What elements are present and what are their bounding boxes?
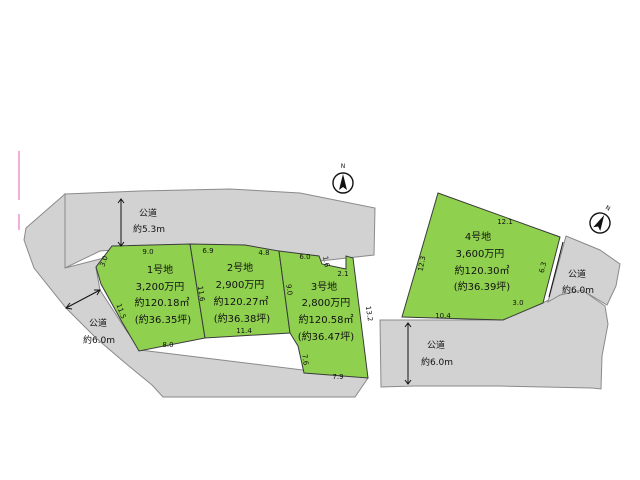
road-west-width: 約6.0m bbox=[83, 334, 115, 346]
dim-14: 7.9 bbox=[332, 373, 343, 381]
lot-1-label: 1号地 3,200万円 約120.18㎡ (約36.35坪) bbox=[135, 263, 192, 326]
lot-4-shape[interactable] bbox=[401, 192, 561, 321]
road-west-name: 公道 bbox=[89, 317, 107, 329]
road-north-arrowhead-top bbox=[117, 198, 125, 204]
road-south-name: 公道 bbox=[427, 339, 445, 351]
dim-8: 11.4 bbox=[236, 327, 252, 335]
dim-11: 2.1 bbox=[337, 270, 348, 278]
road-right-south-label: 公道 約6.0m bbox=[404, 322, 453, 385]
lot-2-name: 2号地 bbox=[227, 261, 253, 274]
lot-3-area-tsubo: (約36.47坪) bbox=[298, 330, 355, 343]
compass-right-n: N bbox=[604, 204, 611, 212]
dim-6: 4.8 bbox=[258, 249, 269, 257]
road-north-arrowhead-bottom bbox=[117, 241, 125, 247]
lot-3-label: 3号地 2,800万円 約120.58㎡ (約36.47坪) bbox=[298, 280, 355, 343]
lot-4-price: 3,600万円 bbox=[456, 249, 505, 260]
dim-10: 1.6 bbox=[321, 255, 331, 268]
lot-3-area-sqm: 約120.58㎡ bbox=[299, 313, 354, 326]
road-south-arrowhead-bottom bbox=[404, 379, 412, 385]
lot-4-area-tsubo: (約36.39坪) bbox=[454, 280, 511, 293]
lot-1-area-tsubo: (約36.35坪) bbox=[135, 313, 192, 326]
road-north-label: 公道 約5.3m bbox=[117, 198, 165, 247]
dim-1: 9.0 bbox=[142, 248, 153, 256]
dim-13: 7.6 bbox=[300, 354, 310, 367]
dim-5: 6.9 bbox=[202, 247, 213, 255]
lot-2-label: 2号地 2,900万円 約120.27㎡ (約36.38坪) bbox=[214, 261, 271, 325]
road-east-width: 約6.0m bbox=[562, 284, 594, 296]
lot-3-name: 3号地 bbox=[311, 280, 337, 293]
dim-7: 11.6 bbox=[196, 285, 206, 302]
compass-left-n: N bbox=[341, 163, 346, 170]
road-west-width-arrow bbox=[65, 289, 101, 309]
dim-4: 8.0 bbox=[162, 341, 173, 349]
dim-12: 9.0 bbox=[284, 284, 293, 296]
dim-17: 12.3 bbox=[417, 255, 428, 272]
road-north-width: 約5.3m bbox=[133, 223, 165, 235]
dim-9: 6.0 bbox=[299, 253, 310, 261]
lot-4-name: 4号地 bbox=[465, 230, 491, 243]
road-south-arrowhead-top bbox=[404, 322, 412, 328]
dim-15: 13.2 bbox=[364, 305, 374, 322]
dim-2: 3.0 bbox=[98, 255, 109, 268]
road-right-east bbox=[547, 235, 621, 306]
lot-2-area-tsubo: (約36.38坪) bbox=[214, 312, 271, 325]
lot-1-price: 3,200万円 bbox=[136, 282, 185, 293]
lot-4-label: 4号地 3,600万円 約120.30㎡ (約36.39坪) bbox=[454, 230, 511, 293]
compass-left: N bbox=[332, 163, 354, 194]
road-right-east-label: 公道 約6.0m bbox=[548, 241, 594, 298]
dim-20: 10.4 bbox=[435, 312, 451, 320]
dim-16: 12.1 bbox=[497, 218, 513, 226]
road-right-south bbox=[379, 289, 609, 390]
compass-right: N bbox=[589, 204, 611, 234]
dim-19: 3.0 bbox=[512, 299, 523, 307]
road-east-name: 公道 bbox=[568, 268, 586, 280]
lot-3-shape[interactable] bbox=[278, 250, 369, 379]
road-north-name: 公道 bbox=[139, 207, 157, 219]
lot-2-price: 2,900万円 bbox=[216, 280, 265, 291]
road-west-arrowhead-a bbox=[65, 302, 73, 310]
road-south-width: 約6.0m bbox=[421, 356, 453, 368]
north-arrow-icon bbox=[593, 215, 605, 232]
north-arrow-icon bbox=[339, 174, 347, 190]
lot-1-area-sqm: 約120.18㎡ bbox=[135, 296, 190, 309]
dim-18: 6.3 bbox=[538, 261, 548, 274]
road-west-label: 公道 約6.0m bbox=[65, 289, 115, 346]
lot-3-price: 2,800万円 bbox=[302, 298, 351, 309]
road-east-width-arrow bbox=[548, 241, 564, 298]
lot-4-area-sqm: 約120.30㎡ bbox=[455, 264, 510, 277]
lot-2-area-sqm: 約120.27㎡ bbox=[214, 295, 269, 308]
lot-1-name: 1号地 bbox=[147, 263, 173, 276]
road-west-arrowhead-b bbox=[94, 289, 101, 296]
